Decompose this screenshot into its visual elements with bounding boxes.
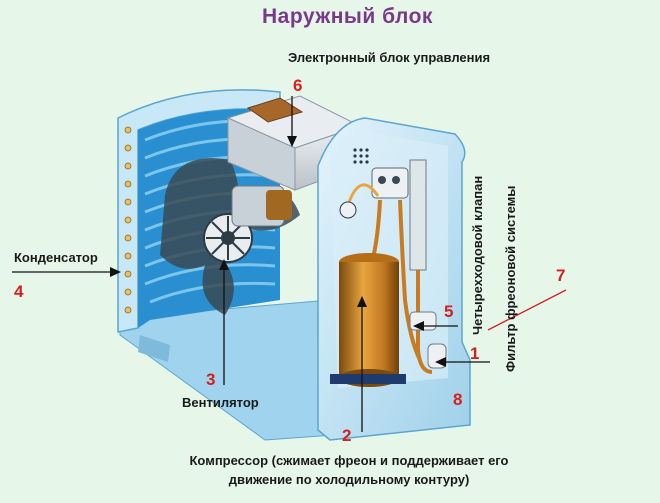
number-2: 2 [342,426,352,445]
number-8: 8 [453,390,463,409]
condenser-label: Конденсатор [14,250,98,265]
compressor-label-line2: движение по холодильному контуру) [228,472,470,487]
compressor-label-line1: Компрессор (сжимает фреон и поддерживает… [189,453,509,468]
number-4: 4 [14,282,24,301]
number-5: 5 [444,302,454,321]
compressor-compartment [317,117,471,441]
fan-label: Вентилятор [182,395,259,410]
compressor-label: Компрессор (сжимает фреон и поддерживает… [164,451,534,489]
diagram-title: Наружный блок [262,5,433,28]
pointer-lines [12,96,567,432]
freon-filter-label: Фильтр фреоновой системы [503,185,518,372]
number-7: 7 [556,266,566,285]
control-unit-label: Электронный блок управления [288,50,491,65]
fan [160,158,300,315]
number-1: 1 [470,344,480,363]
four-way-valve-label: Четырехходовой клапан [470,175,485,335]
number-3: 3 [206,370,216,389]
number-6: 6 [293,76,303,95]
